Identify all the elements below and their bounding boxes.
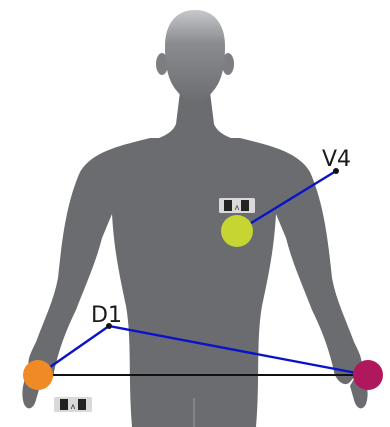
label-d1: D1 — [91, 303, 122, 328]
v4-lead-line — [242, 169, 337, 230]
wrist-ecg-sensor: ʌ — [54, 397, 92, 412]
electrode-v4 — [221, 215, 253, 247]
d1-lead-line-right — [39, 325, 110, 375]
d1-lead-line-left — [108, 324, 368, 377]
torso — [28, 138, 362, 427]
chest-sensor-mark: ʌ — [235, 203, 240, 212]
lead-lines — [39, 169, 368, 377]
wrist-sensor-mark: ʌ — [71, 402, 76, 411]
neck — [150, 92, 240, 141]
v4-label-anchor — [333, 168, 339, 174]
electrode-right-wrist — [23, 360, 53, 390]
chest-ecg-sensor: ʌ — [219, 198, 255, 213]
ecg-sensor-icon: ʌ — [219, 198, 255, 213]
ecg-sensor-icon: ʌ — [54, 397, 92, 412]
electrode-left-wrist — [353, 360, 383, 390]
label-v4: V4 — [322, 147, 351, 172]
human-torso-silhouette — [22, 10, 368, 427]
d1-label-anchor — [106, 323, 112, 329]
head — [156, 10, 234, 104]
